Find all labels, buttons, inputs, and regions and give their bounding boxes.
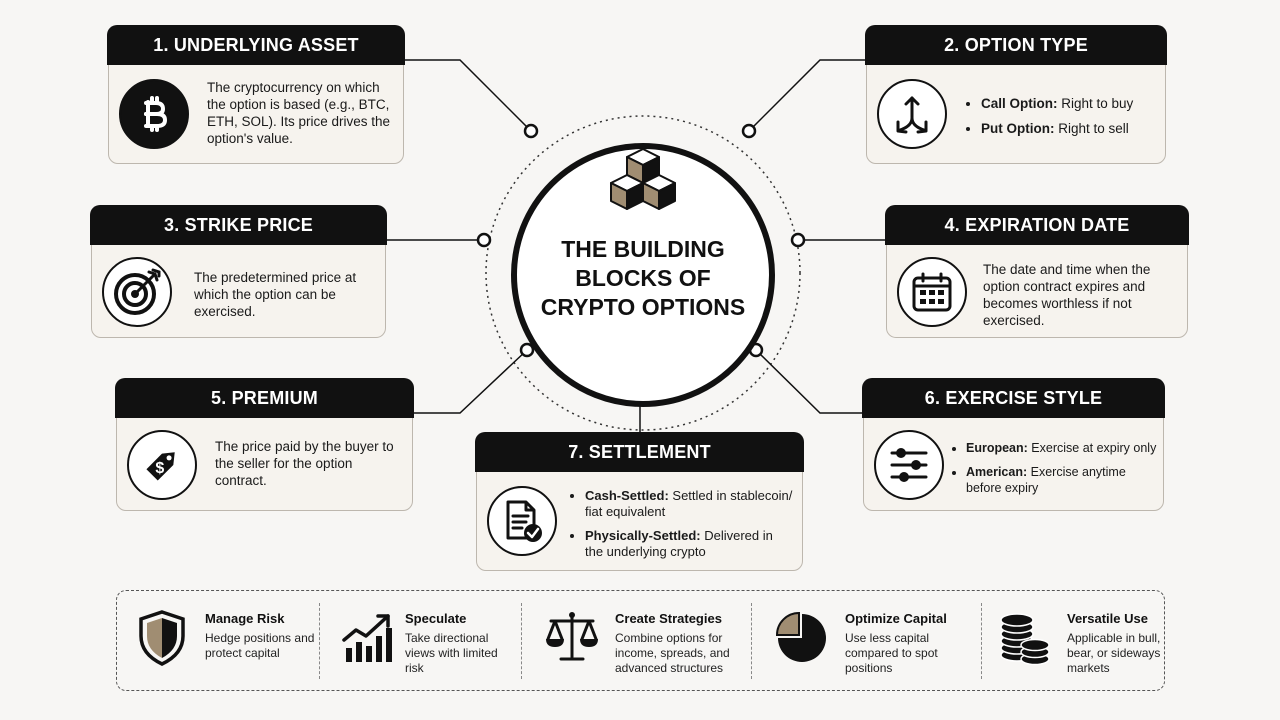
benefit-title: Versatile Use — [1067, 611, 1148, 626]
benefits-strip: Manage Risk Hedge positions and protect … — [116, 590, 1165, 691]
price-tag-icon: $ — [127, 430, 197, 500]
benefit-description: Take directional views with limited risk — [405, 631, 498, 675]
divider — [319, 603, 320, 679]
benefit-description: Use less capital compared to spot positi… — [845, 631, 938, 675]
card-expiration-date: 4. EXPIRATION DATE The date and time whe… — [885, 205, 1189, 338]
scales-icon — [543, 609, 601, 667]
benefit-create-strategies: Create Strategies Combine options for in… — [535, 591, 755, 690]
card-option-type: 2. OPTION TYPE Call Option: Right to buy… — [865, 25, 1167, 164]
list-item: American: Exercise anytime before expiry — [966, 464, 1157, 496]
shield-icon — [133, 609, 191, 667]
card-underlying-asset: 1. UNDERLYING ASSET The cryptocurrency o… — [107, 25, 405, 164]
card-description: The cryptocurrency on which the option i… — [207, 80, 391, 146]
card-title: 1. UNDERLYING ASSET — [107, 25, 405, 65]
card-title: 7. SETTLEMENT — [475, 432, 804, 472]
benefit-optimize-capital: Optimize Capital Use less capital compar… — [765, 591, 975, 690]
card-description: Call Option: Right to buy Put Option: Ri… — [967, 95, 1157, 145]
benefit-title: Speculate — [405, 611, 467, 626]
card-title: 3. STRIKE PRICE — [90, 205, 387, 245]
svg-text:$: $ — [155, 460, 164, 477]
card-title: 6. EXERCISE STYLE — [862, 378, 1165, 418]
divider — [981, 603, 982, 679]
growth-chart-icon — [339, 609, 397, 667]
list-item: Call Option: Right to buy — [981, 95, 1157, 112]
benefit-description: Combine options for income, spreads, and… — [615, 631, 730, 675]
list-item: Physically-Settled: Delivered in the und… — [585, 528, 793, 560]
benefit-description: Applicable in bull, bear, or sideways ma… — [1067, 631, 1161, 675]
list-item: Put Option: Right to sell — [981, 120, 1157, 137]
card-description: The date and time when the option contra… — [983, 262, 1151, 328]
card-title: 4. EXPIRATION DATE — [885, 205, 1189, 245]
list-item: Cash-Settled: Settled in stablecoin/ fia… — [585, 488, 793, 520]
card-description: European: Exercise at expiry only Americ… — [952, 440, 1157, 504]
card-strike-price: 3. STRIKE PRICE The predetermined price … — [90, 205, 387, 338]
target-icon — [102, 257, 172, 327]
card-settlement: 7. SETTLEMENT Cash-Settled: Settled in s… — [475, 432, 804, 571]
benefit-title: Optimize Capital — [845, 611, 947, 626]
bitcoin-icon — [119, 79, 189, 149]
benefit-title: Create Strategies — [615, 611, 722, 626]
sliders-icon — [874, 430, 944, 500]
calendar-icon — [897, 257, 967, 327]
card-description: Cash-Settled: Settled in stablecoin/ fia… — [571, 488, 793, 568]
center-title: THE BUILDING BLOCKS OF CRYPTO OPTIONS — [540, 236, 746, 320]
card-title: 5. PREMIUM — [115, 378, 414, 418]
card-title: 2. OPTION TYPE — [865, 25, 1167, 65]
card-premium: 5. PREMIUM $ The price paid by the buyer… — [115, 378, 414, 511]
split-arrows-icon — [877, 79, 947, 149]
pie-chart-icon — [773, 609, 831, 667]
document-check-icon — [487, 486, 557, 556]
benefit-description: Hedge positions and protect capital — [205, 631, 315, 660]
benefit-speculate: Speculate Take directional views with li… — [331, 591, 521, 690]
card-description: The predetermined price at which the opt… — [194, 270, 357, 319]
benefit-manage-risk: Manage Risk Hedge positions and protect … — [125, 591, 315, 690]
divider — [751, 603, 752, 679]
list-item: European: Exercise at expiry only — [966, 440, 1157, 456]
cubes-icon — [610, 148, 676, 210]
divider — [521, 603, 522, 679]
benefit-title: Manage Risk — [205, 611, 285, 626]
center-hub: THE BUILDING BLOCKS OF CRYPTO OPTIONS — [511, 143, 775, 407]
benefit-versatile-use: Versatile Use Applicable in bull, bear, … — [987, 591, 1162, 690]
card-exercise-style: 6. EXERCISE STYLE European: Exercise at … — [862, 378, 1165, 511]
card-description: The price paid by the buyer to the selle… — [215, 439, 394, 488]
coin-stack-icon — [995, 609, 1053, 667]
